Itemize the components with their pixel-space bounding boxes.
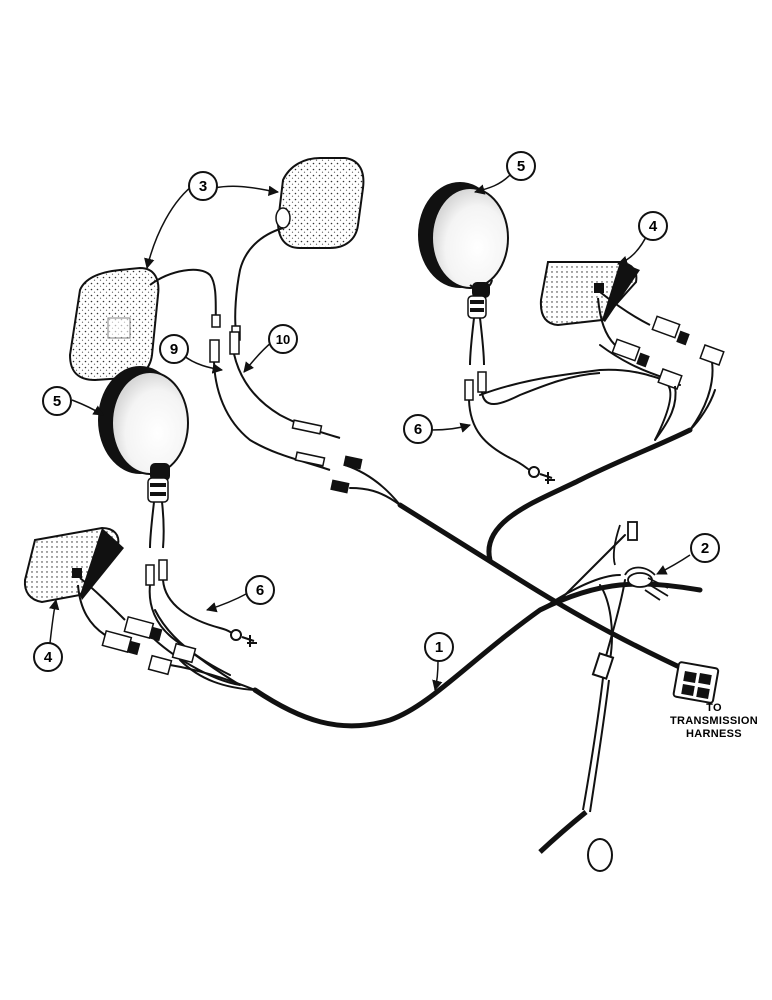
callout-4-right-label: 4 <box>649 218 658 235</box>
main-harness <box>149 344 716 729</box>
ground-wire-6-left <box>148 579 257 686</box>
note-line-3: HARNESS <box>686 728 742 740</box>
callout-9-label: 9 <box>170 341 178 358</box>
lamp-4-right <box>539 261 725 441</box>
callout-3: 3 <box>188 171 218 201</box>
lamp-4-left <box>23 526 197 676</box>
sender-rod <box>538 652 615 872</box>
callout-10-label: 10 <box>276 332 290 347</box>
callout-6-left-label: 6 <box>256 582 264 599</box>
note-line-2: TRANSMISSION <box>670 715 758 727</box>
item-2-ground-clip <box>612 521 669 601</box>
lamp-3-connectors <box>209 331 363 494</box>
callout-4-left: 4 <box>33 642 63 672</box>
callout-6-left: 6 <box>245 575 275 605</box>
lamp-3-right <box>231 157 365 341</box>
lamp-3-left <box>68 266 221 382</box>
callout-6-right-label: 6 <box>414 421 422 438</box>
callout-10: 10 <box>268 324 298 354</box>
transmission-connector <box>672 661 720 704</box>
callout-2-label: 2 <box>701 540 709 557</box>
lamp-5-right <box>418 182 509 401</box>
callout-4-left-label: 4 <box>44 649 53 666</box>
callout-2: 2 <box>690 533 720 563</box>
ground-wire-6-right <box>468 372 601 484</box>
callout-1-label: 1 <box>435 639 443 656</box>
transmission-harness-note: TO TRANSMISSION HARNESS <box>670 702 758 740</box>
lamp-5-left <box>98 366 189 586</box>
callout-4-right: 4 <box>638 211 668 241</box>
callout-5-left-label: 5 <box>53 393 61 410</box>
callout-6-right: 6 <box>403 414 433 444</box>
callout-3-label: 3 <box>199 178 207 195</box>
callout-1: 1 <box>424 632 454 662</box>
callout-5-right-label: 5 <box>517 158 525 175</box>
callout-9: 9 <box>159 334 189 364</box>
callout-5-right: 5 <box>506 151 536 181</box>
callout-5-left: 5 <box>42 386 72 416</box>
note-line-1: TO <box>706 702 722 714</box>
